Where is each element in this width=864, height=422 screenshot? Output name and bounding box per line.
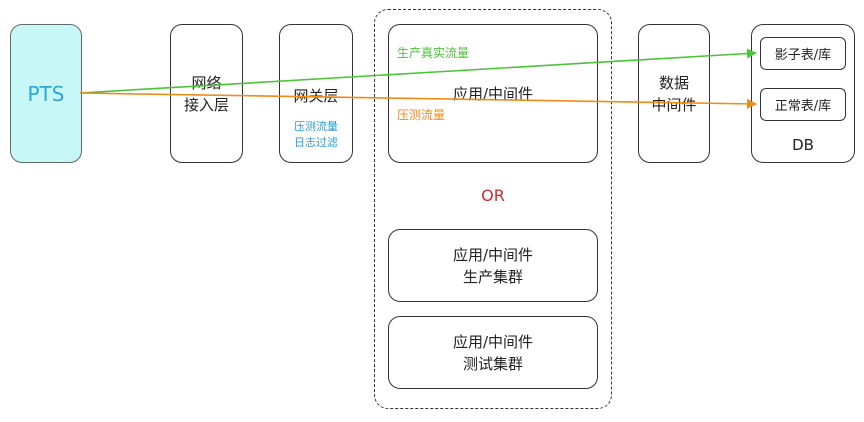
data-middleware-node: 数据 中间件 (638, 24, 710, 163)
network-access-line2: 接入层 (183, 95, 229, 114)
db-label: DB (792, 136, 814, 154)
pressure-test-flow-label: 压测流量 (397, 108, 446, 122)
data-middleware-line2: 中间件 (651, 95, 697, 114)
production-flow-label: 生产真实流量 (397, 46, 470, 60)
normal-table-node: 正常表/库 (760, 88, 846, 121)
app-middleware-label: 应用/中间件 (452, 84, 534, 103)
app-prod-cluster-node: 应用/中间件 生产集群 (388, 229, 598, 302)
app-test-cluster-line1: 应用/中间件 (452, 332, 534, 351)
gateway-layer-node: 网关层 压测流量 日志过滤 (279, 24, 353, 163)
app-test-cluster-node: 应用/中间件 测试集群 (388, 316, 598, 389)
data-middleware-line1: 数据 (658, 73, 689, 92)
gateway-note-line1: 压测流量 (294, 120, 338, 133)
gateway-note-line2: 日志过滤 (294, 136, 338, 149)
shadow-table-node: 影子表/库 (760, 37, 846, 70)
gateway-label: 网关层 (293, 87, 339, 105)
app-prod-cluster-line2: 生产集群 (462, 267, 523, 286)
network-access-layer-node: 网络 接入层 (170, 24, 243, 163)
app-prod-cluster-line1: 应用/中间件 (452, 245, 534, 264)
pts-label: PTS (27, 81, 65, 106)
gateway-note: 压测流量 日志过滤 (294, 119, 338, 151)
network-access-line1: 网络 (191, 73, 222, 92)
pts-node: PTS (10, 24, 82, 163)
app-test-cluster-line2: 测试集群 (462, 354, 523, 373)
or-label: OR (481, 186, 505, 205)
cluster-option-frame (374, 9, 612, 409)
